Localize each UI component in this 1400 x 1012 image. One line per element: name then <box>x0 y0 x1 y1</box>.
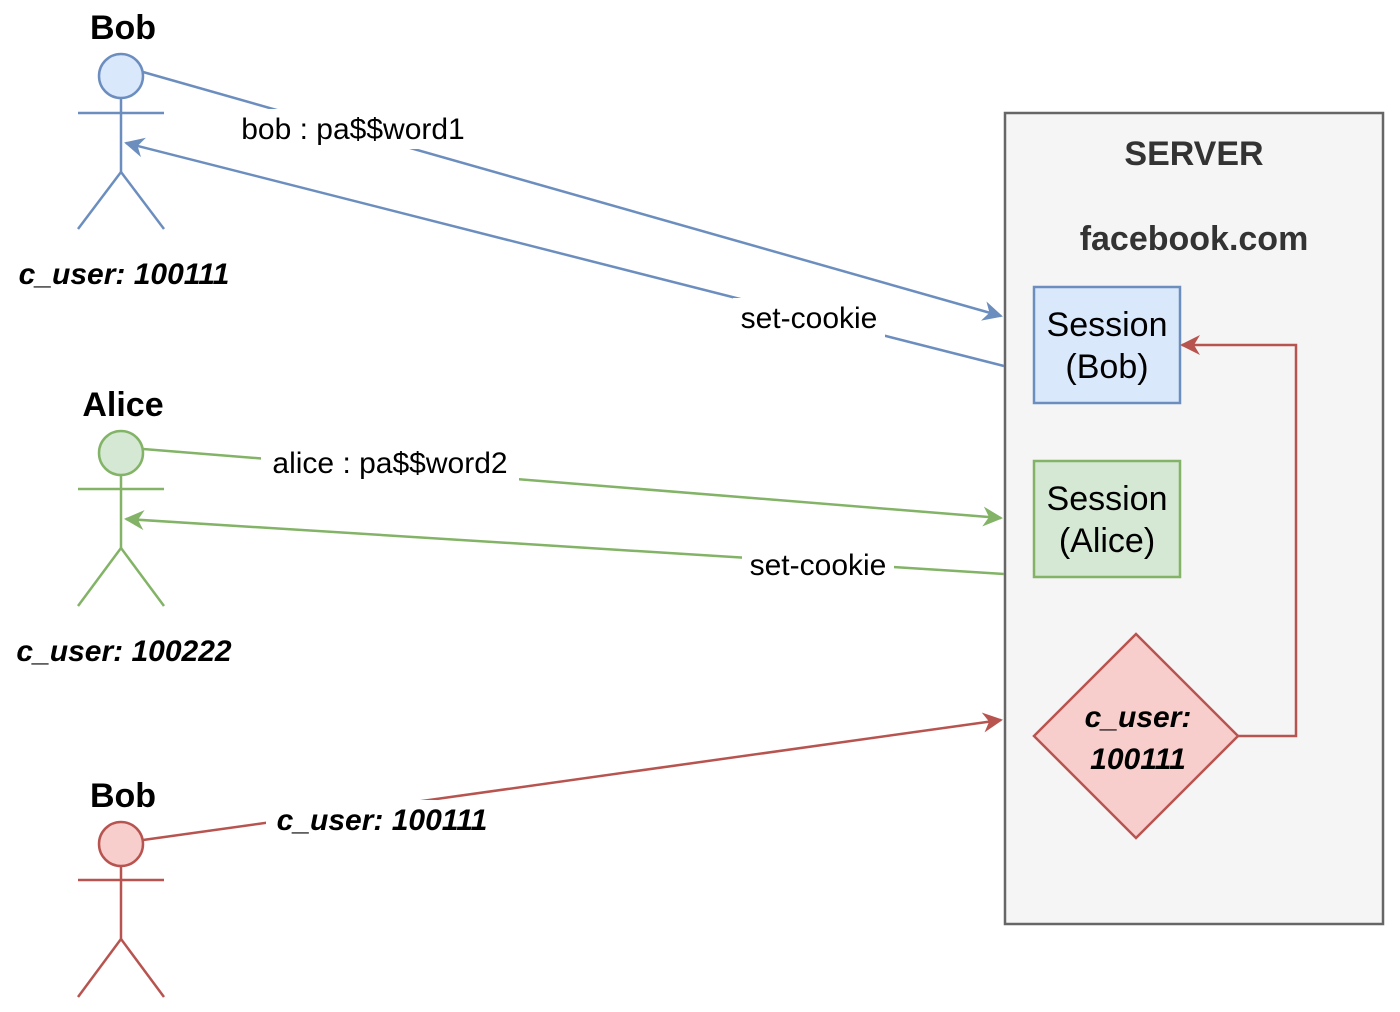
edge-label-alice-set-cookie-text: set-cookie <box>750 549 887 582</box>
stick-figure-icon <box>77 52 165 230</box>
cookie-check-line1: c_user: <box>1085 701 1192 734</box>
actor-bob-top-name: Bob <box>90 9 156 47</box>
actor-bob-bottom-name: Bob <box>90 777 156 815</box>
actor-alice: Alice c_user: 100222 <box>16 386 231 668</box>
session-alice-line2: (Alice) <box>1059 522 1155 560</box>
cookie-check-diamond: c_user: 100111 <box>1032 632 1240 840</box>
session-alice-line1: Session <box>1047 480 1168 518</box>
cookie-lookup-arrow <box>1180 335 1298 738</box>
server-title: SERVER <box>1124 135 1263 173</box>
actor-alice-cookie: c_user: 100222 <box>16 635 231 668</box>
actor-bob-top-cookie: c_user: 100111 <box>19 258 230 291</box>
actor-bob-bottom: Bob <box>76 777 166 998</box>
actor-bob-top: Bob c_user: 100111 <box>19 9 230 291</box>
stick-figure-icon <box>76 429 166 607</box>
edge-label-bob-login-text: bob : pa$$word1 <box>241 113 465 146</box>
stick-figure-icon <box>76 820 166 998</box>
actor-alice-name: Alice <box>82 386 163 424</box>
edge-label-bob-set-cookie: set-cookie <box>733 298 885 338</box>
server-domain: facebook.com <box>1080 220 1309 258</box>
edge-label-bob-replay: c_user: 100111 <box>266 800 498 840</box>
session-bob-box: Session (Bob) <box>1032 285 1182 405</box>
session-bob-line2: (Bob) <box>1065 348 1148 386</box>
edge-label-alice-login-text: alice : pa$$word2 <box>272 447 507 480</box>
edge-label-bob-set-cookie-text: set-cookie <box>741 302 878 335</box>
edge-label-bob-replay-text: c_user: 100111 <box>277 804 488 837</box>
session-bob-line1: Session <box>1047 306 1168 344</box>
edge-label-alice-set-cookie: set-cookie <box>742 545 894 585</box>
edge-label-bob-login: bob : pa$$word1 <box>231 109 475 149</box>
cookie-check-line2: 100111 <box>1090 743 1186 776</box>
session-alice-box: Session (Alice) <box>1032 459 1182 579</box>
edge-bob-login <box>142 70 1003 321</box>
edge-label-alice-login: alice : pa$$word2 <box>261 443 519 483</box>
